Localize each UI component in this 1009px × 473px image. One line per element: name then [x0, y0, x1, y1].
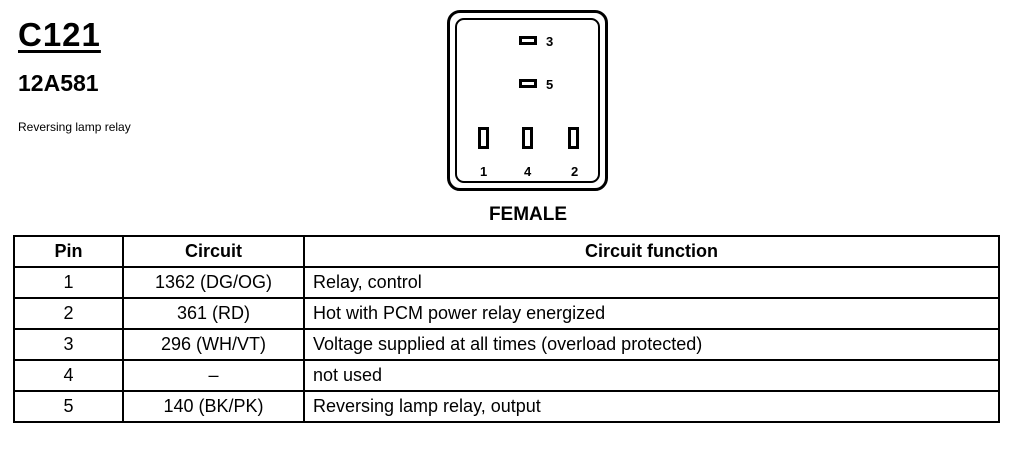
table-row: 3 296 (WH/VT) Voltage supplied at all ti… [13, 328, 1000, 361]
terminal-slot-3 [519, 36, 537, 45]
pin-cell: 4 [13, 359, 124, 392]
terminal-label-4: 4 [524, 164, 532, 179]
circuit-cell: – [122, 359, 305, 392]
table-header-row: Pin Circuit Circuit function [13, 235, 1000, 268]
terminal-slot-4 [522, 127, 533, 149]
female-label: FEMALE [488, 204, 568, 225]
function-cell: Voltage supplied at all times (overload … [303, 328, 1000, 361]
table-row: 5 140 (BK/PK) Reversing lamp relay, outp… [13, 390, 1000, 423]
header-function: Circuit function [303, 235, 1000, 268]
pin-cell: 1 [13, 266, 124, 299]
table-row: 2 361 (RD) Hot with PCM power relay ener… [13, 297, 1000, 330]
terminal-slot-5 [519, 79, 537, 88]
terminal-label-5: 5 [546, 77, 554, 92]
pinout-table: Pin Circuit Circuit function 1 1362 (DG/… [13, 235, 1000, 423]
table-row: 4 – not used [13, 359, 1000, 392]
circuit-cell: 140 (BK/PK) [122, 390, 305, 423]
terminal-label-1: 1 [480, 164, 488, 179]
pin-cell: 2 [13, 297, 124, 330]
terminal-slot-1 [478, 127, 489, 149]
connector-description: Reversing lamp relay [18, 120, 131, 134]
part-number: 12A581 [18, 70, 99, 96]
connector-face-diagram: 3 5 1 4 2 [447, 10, 608, 191]
function-cell: Hot with PCM power relay energized [303, 297, 1000, 330]
header-pin: Pin [13, 235, 124, 268]
pin-cell: 3 [13, 328, 124, 361]
table-row: 1 1362 (DG/OG) Relay, control [13, 266, 1000, 299]
connector-id: C121 [18, 16, 101, 53]
header-circuit: Circuit [122, 235, 305, 268]
function-cell: Reversing lamp relay, output [303, 390, 1000, 423]
terminal-label-3: 3 [546, 34, 554, 49]
circuit-cell: 1362 (DG/OG) [122, 266, 305, 299]
terminal-label-2: 2 [571, 164, 579, 179]
circuit-cell: 296 (WH/VT) [122, 328, 305, 361]
function-cell: not used [303, 359, 1000, 392]
connector-face-inner [455, 18, 600, 183]
function-cell: Relay, control [303, 266, 1000, 299]
terminal-slot-2 [568, 127, 579, 149]
pin-cell: 5 [13, 390, 124, 423]
circuit-cell: 361 (RD) [122, 297, 305, 330]
